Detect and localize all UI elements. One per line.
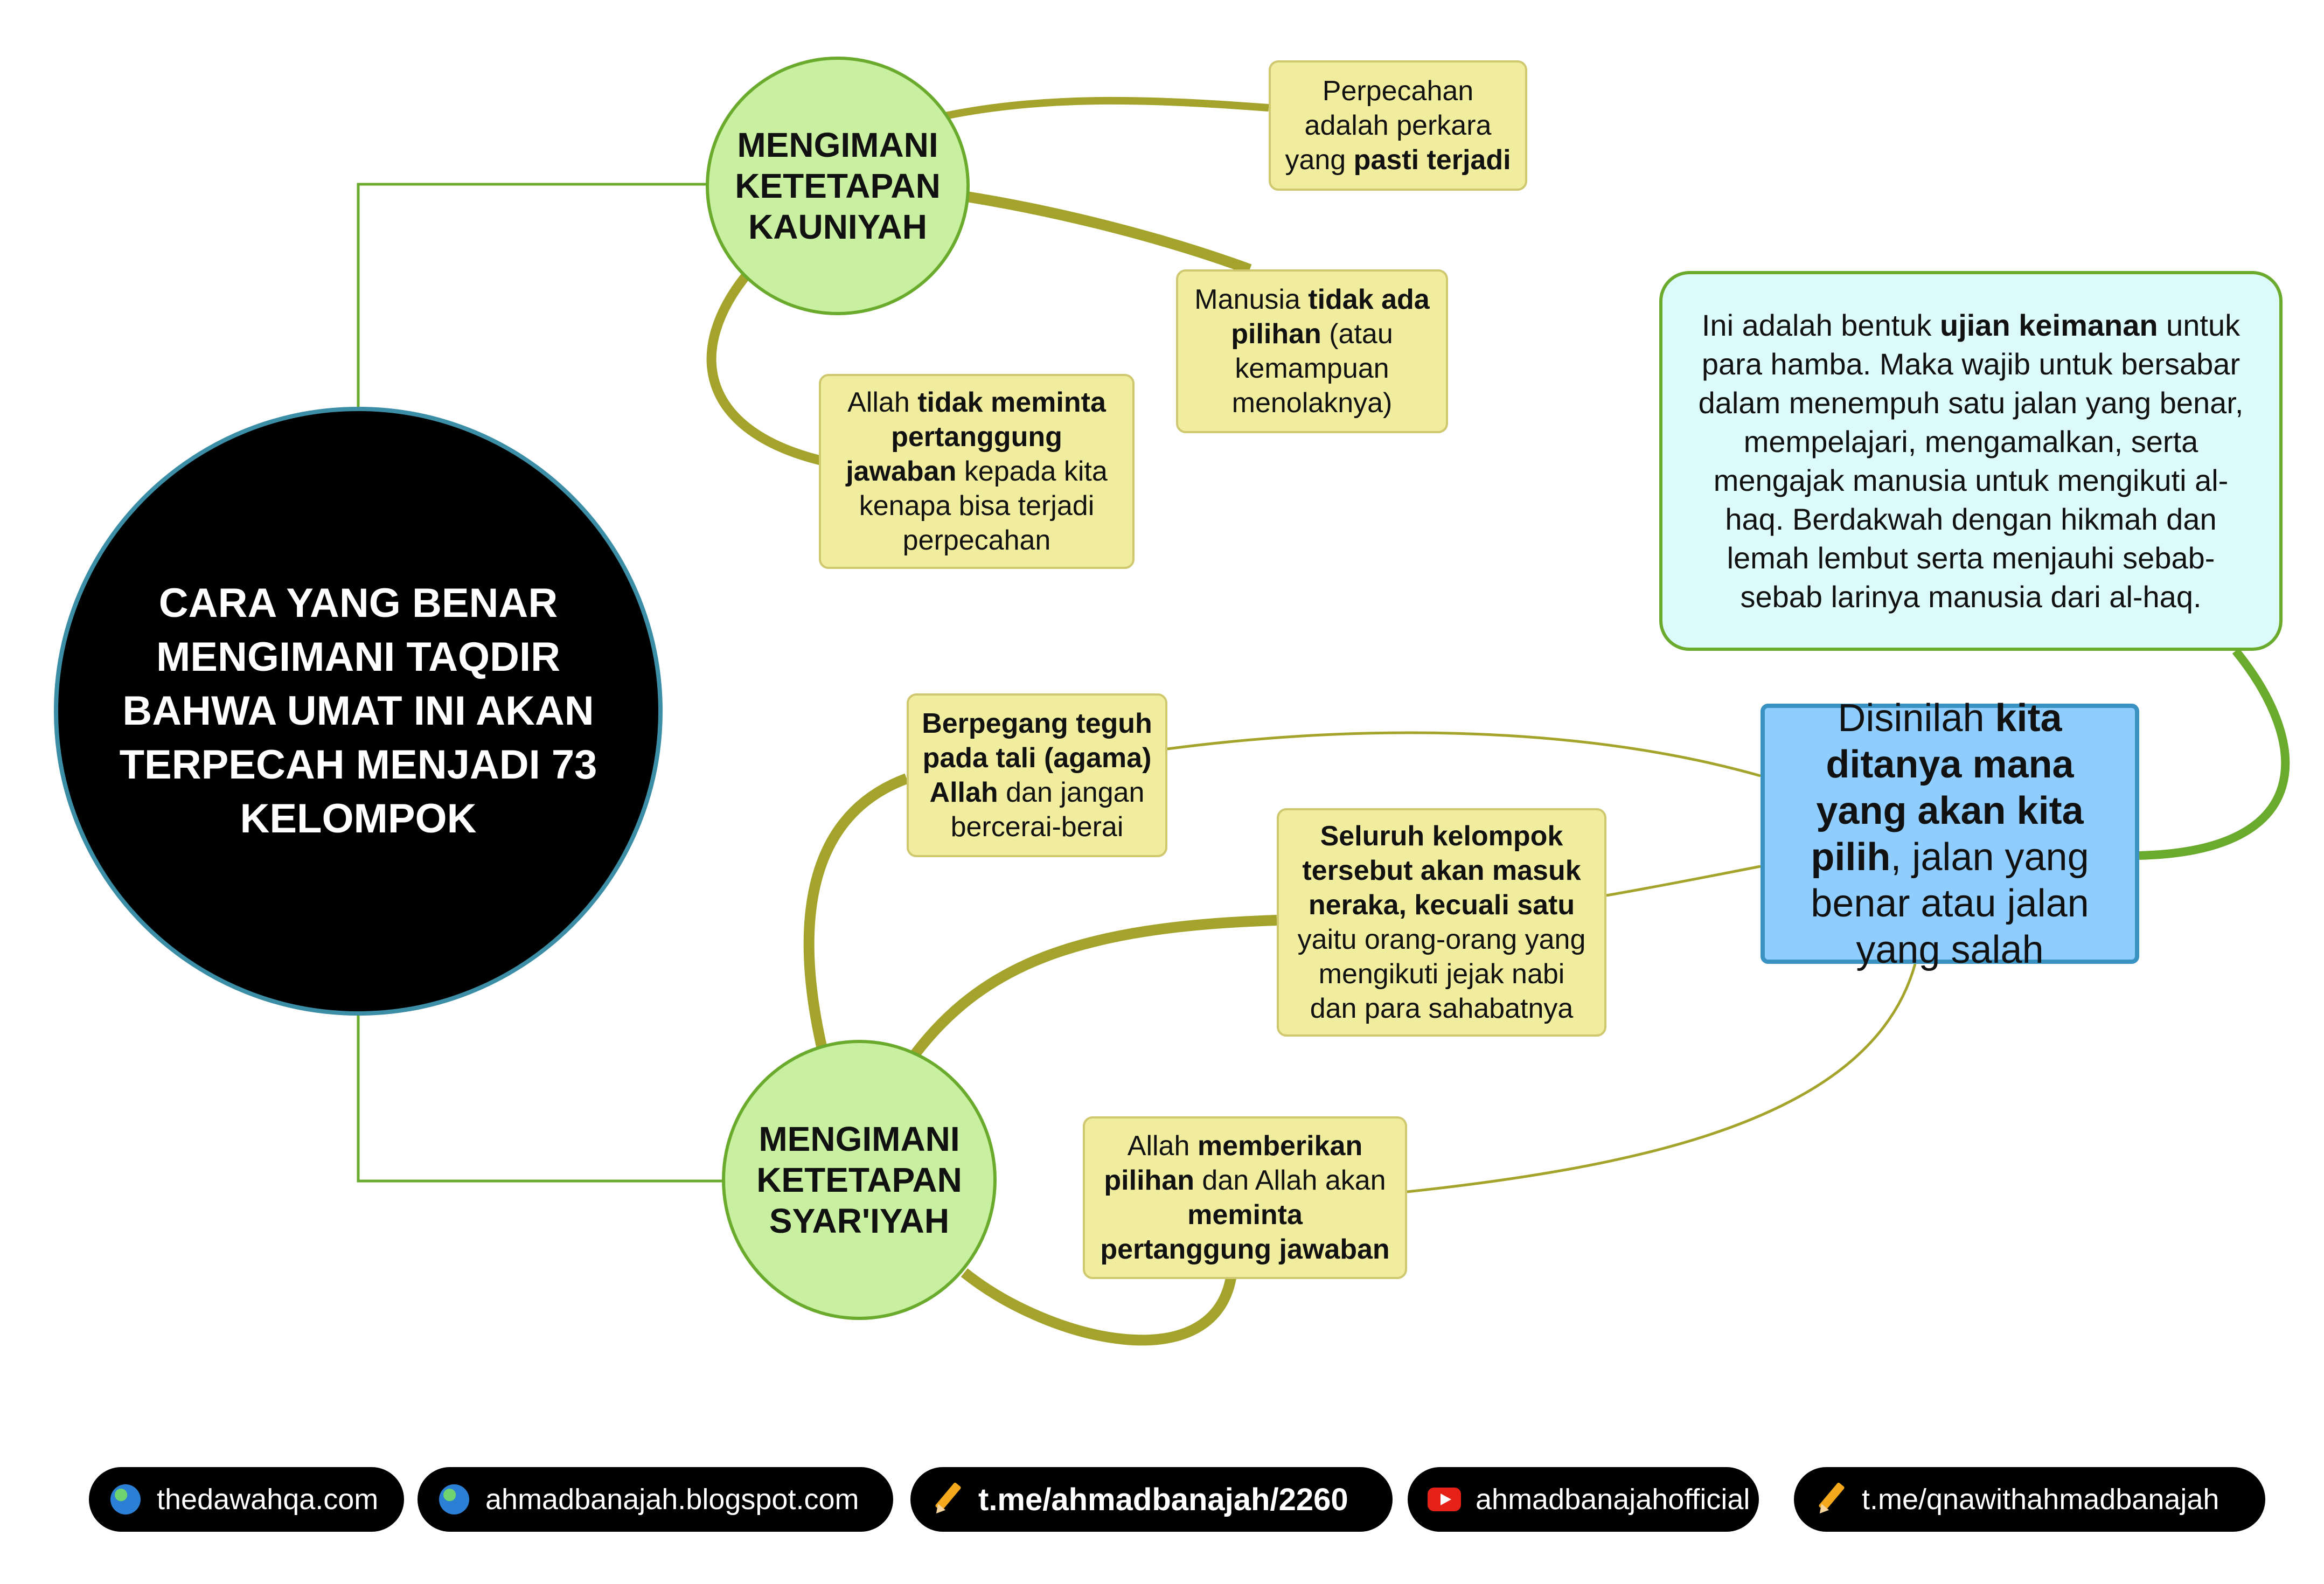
- note-text-part: dan jangan bercerai-berai: [950, 777, 1145, 843]
- note-ujian-keimanan[interactable]: Ini adalah bentuk ujian keimanan untuk p…: [1659, 271, 2283, 651]
- note-text-part: dan Allah akan: [1194, 1165, 1386, 1196]
- connector-syariyah-n5: [906, 915, 1277, 1064]
- footer-link-telegram-post[interactable]: t.me/ahmadbanajah/2260: [910, 1467, 1393, 1532]
- note-text-part: Ini adalah bentuk: [1701, 308, 1940, 342]
- note-text-bold: meminta pertanggung jawaban: [1100, 1199, 1390, 1265]
- note-text-part: Allah: [1127, 1130, 1198, 1162]
- topic-syariyah[interactable]: MENGIMANI KETETAPAN SYAR'IYAH: [722, 1040, 997, 1320]
- highlight-text-part: , jalan yang benar atau jalan yang salah: [1811, 835, 2089, 971]
- connector-central-kauniyah: [357, 183, 707, 409]
- note-text: Berpegang teguh pada tali (agama) Allah …: [922, 706, 1152, 844]
- connector-kauniyah-n3: [706, 269, 823, 466]
- globe-icon: [437, 1482, 471, 1517]
- highlight-text: Disinilah kita ditanya mana yang akan ki…: [1781, 695, 2119, 973]
- note-text-part: untuk para hamba. Maka wajib untuk bersa…: [1698, 308, 2244, 614]
- youtube-icon: [1427, 1482, 1462, 1517]
- note-seluruh-kelompok[interactable]: Seluruh kelompok tersebut akan masuk ner…: [1277, 808, 1606, 1037]
- note-text-bold: tidak ada pilihan: [1231, 284, 1430, 350]
- connector-kauniyah-n2: [966, 191, 1252, 275]
- connector-syariyah-n4: [803, 773, 909, 1055]
- highlight-text-part: Disinilah: [1838, 696, 1995, 740]
- connector-ujian-pilih: [2139, 648, 2290, 860]
- note-text-part: (atau kemampuan menolaknya): [1231, 318, 1393, 419]
- footer-link-thedawahqa[interactable]: thedawahqa.com: [89, 1467, 404, 1532]
- connector-n4-pilih: [1167, 731, 1761, 777]
- footer-link-label: t.me/ahmadbanajah/2260: [978, 1482, 1348, 1517]
- note-pasti-terjadi[interactable]: Perpecahan adalah perkara yang pasti ter…: [1269, 60, 1527, 191]
- note-text: Ini adalah bentuk ujian keimanan untuk p…: [1689, 306, 2252, 616]
- highlight-pilihan-jalan[interactable]: Disinilah kita ditanya mana yang akan ki…: [1761, 697, 2139, 971]
- footer-link-youtube[interactable]: ahmadbanajahofficial: [1408, 1467, 1759, 1532]
- central-topic[interactable]: CARA YANG BENAR MENGIMANI TAQDIR BAHWA U…: [54, 407, 663, 1016]
- connector-n6-pilih: [1407, 963, 1917, 1193]
- footer-link-label: ahmadbanajah.blogspot.com: [485, 1483, 859, 1516]
- note-memberikan-pilihan[interactable]: Allah memberikan pilihan dan Allah akan …: [1083, 1116, 1407, 1279]
- note-tidak-ada-pilihan[interactable]: Manusia tidak ada pilihan (atau kemampua…: [1176, 269, 1448, 433]
- note-text: Allah memberikan pilihan dan Allah akan …: [1098, 1129, 1392, 1267]
- note-text-bold: Seluruh kelompok tersebut akan masuk ner…: [1302, 821, 1581, 921]
- pencil-icon: [930, 1482, 964, 1517]
- note-text: Allah tidak meminta pertanggung jawaban …: [834, 385, 1119, 558]
- footer-link-label: ahmadbanajahofficial: [1476, 1483, 1750, 1516]
- footer-link-blogspot[interactable]: ahmadbanajah.blogspot.com: [418, 1467, 893, 1532]
- note-text-bold: pasti terjadi: [1353, 144, 1511, 176]
- note-tidak-meminta-pertanggungjawaban[interactable]: Allah tidak meminta pertanggung jawaban …: [819, 374, 1135, 569]
- connector-kauniyah-n1: [944, 96, 1269, 120]
- topic-syariyah-title: MENGIMANI KETETAPAN SYAR'IYAH: [756, 1120, 962, 1240]
- note-text-part: Perpecahan adalah perkara yang: [1285, 75, 1492, 176]
- note-text-bold: tidak meminta pertanggung jawaban: [846, 387, 1106, 487]
- pencil-icon: [1813, 1482, 1848, 1517]
- note-text: Seluruh kelompok tersebut akan masuk ner…: [1292, 819, 1591, 1026]
- note-text: Perpecahan adalah perkara yang pasti ter…: [1284, 74, 1512, 177]
- footer-link-label: t.me/qnawithahmadbanajah: [1862, 1483, 2219, 1516]
- topic-kauniyah-title: MENGIMANI KETETAPAN KAUNIYAH: [735, 126, 941, 246]
- footer-link-telegram-qna[interactable]: t.me/qnawithahmadbanajah: [1794, 1467, 2265, 1532]
- note-text-part: Allah: [847, 387, 918, 418]
- central-topic-text: CARA YANG BENAR MENGIMANI TAQDIR BAHWA U…: [119, 580, 597, 842]
- note-text-bold: Berpegang teguh pada tali (agama) Allah: [922, 708, 1152, 808]
- highlight-text-bold: kita ditanya mana yang akan kita pilih: [1811, 696, 2084, 879]
- note-text-part: yaitu orang-orang yang mengikuti jejak n…: [1297, 924, 1586, 1024]
- note-text: Manusia tidak ada pilihan (atau kemampua…: [1191, 282, 1433, 420]
- note-berpegang-teguh[interactable]: Berpegang teguh pada tali (agama) Allah …: [907, 693, 1167, 857]
- note-text-bold: ujian keimanan: [1939, 308, 2158, 342]
- connector-central-syariyah: [357, 1015, 725, 1183]
- globe-icon: [108, 1482, 143, 1517]
- connector-n5-pilih: [1606, 865, 1761, 897]
- footer-link-label: thedawahqa.com: [157, 1483, 379, 1516]
- topic-kauniyah[interactable]: MENGIMANI KETETAPAN KAUNIYAH: [706, 57, 970, 315]
- note-text-part: kepada kita kenapa bisa terjadi perpecah…: [859, 456, 1108, 556]
- connector-syariyah-n6: [961, 1268, 1236, 1346]
- note-text-part: Manusia: [1194, 284, 1309, 315]
- note-text-bold: memberikan pilihan: [1104, 1130, 1363, 1196]
